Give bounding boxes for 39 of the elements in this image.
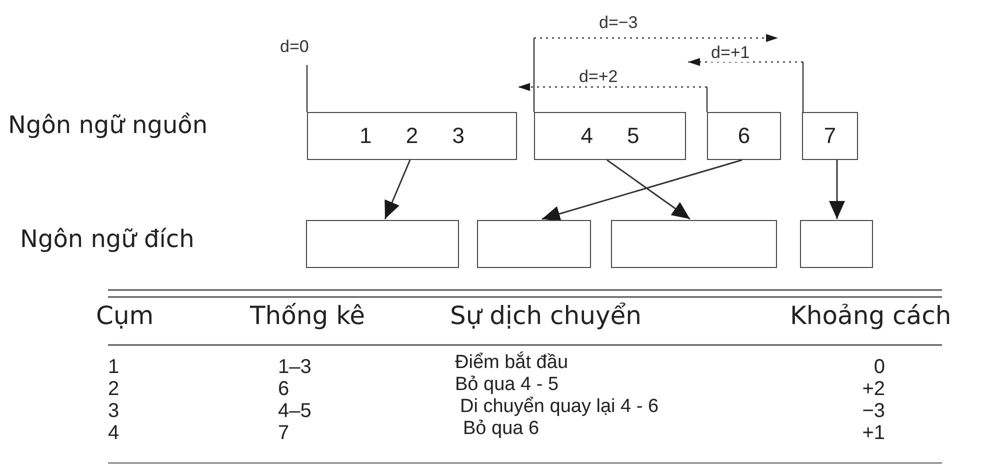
table-value: Điểm bắt đầu: [455, 352, 568, 373]
empty-box: [800, 220, 873, 268]
phrase-box: 7: [802, 112, 858, 160]
arrow: [829, 160, 845, 219]
table-value: 6: [278, 378, 290, 400]
arrow: [384, 160, 411, 220]
empty-box: [306, 220, 459, 268]
connector-line: [306, 65, 308, 112]
distance-label: d=+1: [710, 44, 751, 62]
table-value: Bỏ qua 6: [463, 418, 540, 439]
column-header: Thống kê: [250, 302, 366, 329]
table-value: +1: [862, 422, 885, 444]
arrow: [606, 159, 690, 220]
column-header: Cụm: [96, 302, 154, 329]
table-value: Di chuyển quay lại 4 - 6: [460, 396, 659, 417]
table-value: Bỏ qua 4 - 5: [455, 374, 559, 395]
table-value: 7: [278, 422, 290, 444]
table-value: 2: [108, 378, 120, 400]
table-value: 0: [874, 356, 885, 378]
table-value: −3: [862, 400, 885, 422]
column-header: Khoảng cách: [790, 302, 952, 329]
table-value: 4: [108, 422, 120, 444]
dotted-arrow: [533, 34, 778, 112]
empty-box: [611, 220, 777, 268]
language-label: Ngôn ngữ nguồn: [8, 112, 208, 138]
table-value: +2: [862, 378, 885, 400]
table-value: 4–5: [278, 400, 312, 422]
empty-box: [477, 220, 591, 268]
dotted-arrow: [518, 83, 708, 112]
language-label: Ngôn ngữ đích: [20, 226, 194, 252]
phrase-box: 4 5: [534, 112, 686, 160]
table-value: 1: [108, 356, 120, 378]
arrow: [542, 159, 742, 222]
table-value: 1–3: [278, 356, 312, 378]
phrase-box: 1 2 3: [307, 112, 517, 160]
table-value: 3: [108, 400, 120, 422]
column-header: Sự dịch chuyển: [450, 302, 642, 329]
phrase-box: 6: [707, 112, 781, 160]
dotted-arrow: [688, 58, 804, 112]
